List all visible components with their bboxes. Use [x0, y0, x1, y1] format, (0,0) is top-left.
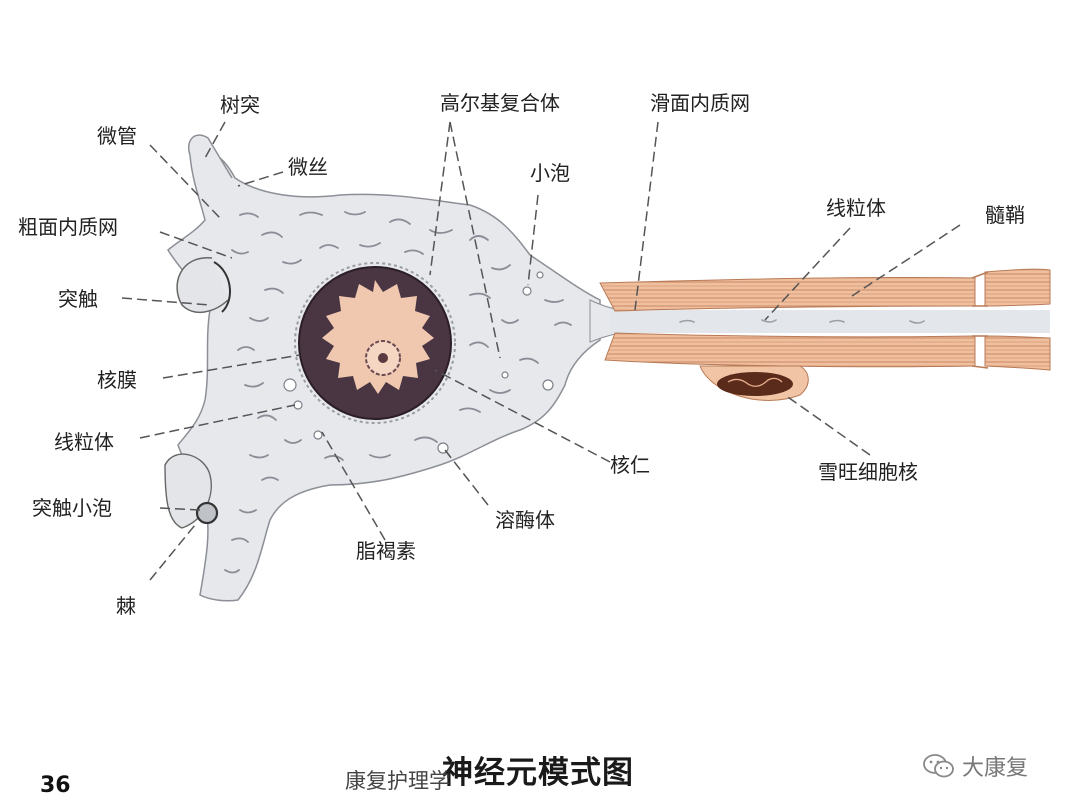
- label-synaptic-vesicle: 突触小泡: [32, 496, 112, 520]
- wechat-icon: [923, 754, 954, 778]
- label-spine: 棘: [116, 594, 136, 618]
- nuclear-envelope-ring: [294, 262, 456, 424]
- label-lysosome: 溶酶体: [495, 508, 555, 532]
- footer-text: 康复护理学: [345, 769, 450, 793]
- label-mitochondria-left: 线粒体: [54, 430, 114, 454]
- myelin-lower-right: [984, 335, 1051, 371]
- myelin-upper: [599, 276, 976, 312]
- organelles: [224, 211, 572, 574]
- label-mitochondria-right: 线粒体: [826, 196, 886, 220]
- watermark-text: 大康复: [962, 756, 1029, 781]
- label-dendrite: 树突: [220, 93, 260, 117]
- label-nuclear-envelope: 核膜: [97, 368, 137, 392]
- synapse-knob: [176, 257, 229, 314]
- label-synapse: 突触: [58, 287, 98, 311]
- dendrite-branch: [188, 134, 233, 179]
- label-nucleolus: 核仁: [610, 453, 650, 477]
- label-golgi: 高尔基复合体: [440, 91, 560, 115]
- leader-lines: [121, 121, 961, 581]
- myelin-lower: [604, 332, 976, 368]
- nucleoplasm: [322, 280, 434, 394]
- diagram-title: 神经元模式图: [442, 755, 634, 791]
- label-vesicle: 小泡: [530, 161, 570, 185]
- label-lipofuscin: 脂褐素: [356, 539, 416, 563]
- label-rough-er: 粗面内质网: [18, 215, 118, 239]
- spine-bulb: [195, 501, 219, 525]
- label-microfilament: 微丝: [288, 155, 328, 179]
- schwann-nucleus: [717, 372, 793, 396]
- page-number: 36: [40, 773, 71, 798]
- label-microtubule: 微管: [97, 124, 137, 148]
- label-smooth-er: 滑面内质网: [650, 91, 750, 115]
- axon-mitochondria: [679, 319, 925, 324]
- label-schwann-nucleus: 雪旺细胞核: [818, 460, 918, 484]
- watermark: 大康复: [922, 750, 1028, 782]
- label-myelin-sheath: 髓鞘: [985, 203, 1025, 227]
- myelin-upper-right: [984, 268, 1051, 307]
